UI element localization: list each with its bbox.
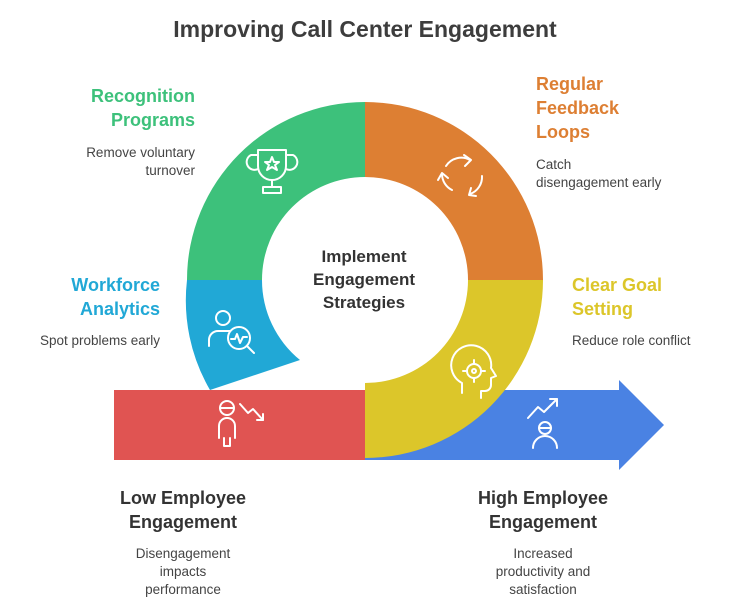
low-desc-line-1: Disengagement — [135, 546, 231, 561]
low-desc-line-3: performance — [145, 582, 221, 597]
low-title-line-2: Engagement — [128, 512, 238, 532]
hub-line-3: Strategies — [322, 293, 406, 312]
recognition-title-line-1: Recognition — [91, 86, 195, 106]
high-engagement-desc: Increased productivity and satisfaction — [453, 545, 633, 599]
user-analytics-icon — [208, 310, 255, 354]
goal-title-line-1: Clear Goal — [572, 275, 663, 295]
goal-desc-line-1: Reduce role conflict — [572, 333, 691, 348]
diagram-title: Improving Call Center Engagement — [173, 16, 557, 42]
workforce-desc: Spot problems early — [10, 332, 160, 350]
cycle-arrows-icon — [437, 154, 484, 197]
recognition-segment — [187, 102, 365, 280]
head-target-icon — [450, 344, 497, 399]
high-desc-line-2: productivity and — [495, 564, 591, 579]
workforce-desc-line-1: Spot problems early — [39, 333, 160, 348]
person-down-icon — [218, 400, 264, 447]
recognition-title-line-2: Programs — [110, 110, 195, 130]
workforce-title-line-1: Workforce — [71, 275, 160, 295]
goal-title: Clear Goal Setting — [572, 273, 722, 321]
feedback-desc-line-1: Catch — [536, 157, 572, 172]
recognition-desc-line-1: Remove voluntary — [86, 145, 195, 160]
high-title-line-2: Engagement — [488, 512, 598, 532]
goal-title-line-2: Setting — [572, 299, 633, 319]
feedback-title-line-1: Regular — [536, 74, 604, 94]
hub-line-2: Engagement — [312, 270, 416, 289]
low-desc-line-2: impacts — [159, 564, 207, 579]
feedback-desc-line-2: disengagement early — [536, 175, 662, 190]
low-engagement-desc: Disengagement impacts performance — [93, 545, 273, 599]
hub-label: Implement Engagement Strategies — [264, 245, 464, 314]
workforce-title: Workforce Analytics — [20, 273, 160, 321]
high-desc-line-1: Increased — [513, 546, 573, 561]
goal-segment — [365, 280, 543, 458]
high-title-line-1: High Employee — [477, 488, 609, 508]
feedback-segment — [365, 102, 543, 280]
recognition-desc-line-2: turnover — [145, 163, 195, 178]
low-engagement-title: Low Employee Engagement — [93, 486, 273, 534]
person-growth-icon — [527, 398, 558, 449]
low-engagement-bar — [114, 390, 365, 460]
low-title-line-1: Low Employee — [119, 488, 247, 508]
recognition-title: Recognition Programs — [20, 84, 195, 132]
feedback-desc: Catch disengagement early — [536, 156, 716, 192]
workforce-title-line-2: Analytics — [79, 299, 160, 319]
feedback-title: Regular Feedback Loops — [536, 72, 716, 144]
hub-line-1: Implement — [321, 247, 407, 266]
high-engagement-title: High Employee Engagement — [453, 486, 633, 534]
feedback-title-line-2: Feedback — [536, 98, 620, 118]
feedback-title-line-3: Loops — [536, 122, 590, 142]
high-desc-line-3: satisfaction — [509, 582, 577, 597]
goal-desc: Reduce role conflict — [572, 332, 722, 350]
recognition-desc: Remove voluntary turnover — [20, 144, 195, 180]
workforce-segment — [185, 280, 300, 390]
trophy-icon — [245, 149, 299, 194]
